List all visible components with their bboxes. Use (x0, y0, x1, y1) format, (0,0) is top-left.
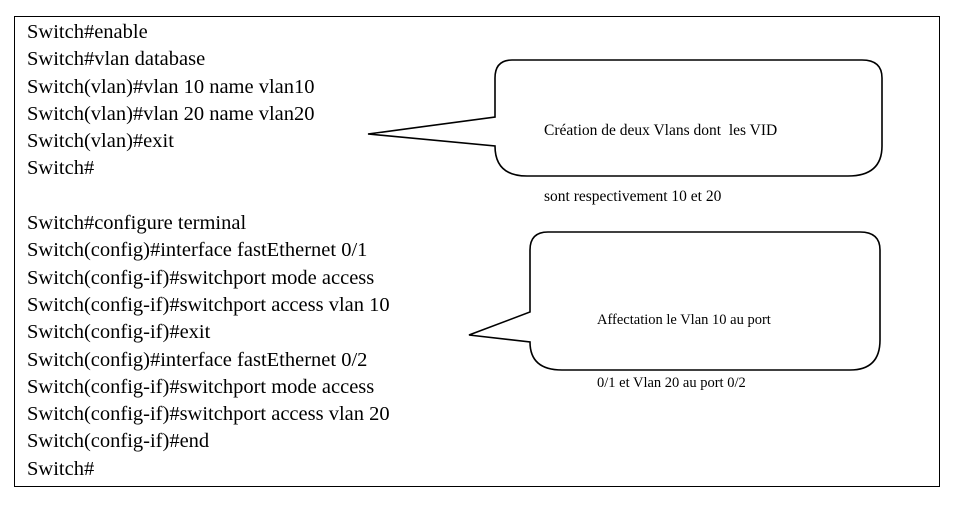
callout-bubble-vlan-creation (367, 59, 883, 177)
command-line: Switch(vlan)#vlan 10 name vlan10 (27, 75, 315, 98)
command-line: Switch# (27, 457, 95, 480)
command-line: Switch(config-if)#switchport access vlan… (27, 403, 390, 426)
command-line: Switch(config)#interface fastEthernet 0/… (27, 239, 368, 262)
command-line: Switch(config)#interface fastEthernet 0/… (27, 348, 368, 371)
command-listing: Switch#enable Switch#vlan database Switc… (27, 19, 390, 483)
command-line: Switch(config-if)#switchport access vlan… (27, 293, 390, 316)
callout-line: Affectation le Vlan 10 au port (597, 312, 771, 328)
command-line: Switch(config-if)#switchport mode access (27, 375, 375, 398)
callout-line: 0/1 et Vlan 20 au port 0/2 (597, 375, 746, 391)
command-line: Switch(config-if)#switchport mode access (27, 266, 375, 289)
command-line: Switch#vlan database (27, 48, 206, 71)
callout-line: sont respectivement 10 et 20 (544, 188, 722, 205)
callout-bubble-port-assignment (468, 231, 881, 371)
command-line: Switch# (27, 157, 95, 180)
callout-text-vlan-creation: Création de deux Vlans dont les VID sont… (544, 76, 777, 230)
callout-text-port-assignment: Affectation le Vlan 10 au port 0/1 et Vl… (597, 268, 771, 415)
command-line: Switch#enable (27, 21, 148, 43)
callout-line: Création de deux Vlans dont les VID (544, 122, 778, 139)
command-line: Switch(config-if)#end (27, 430, 210, 453)
command-line: Switch(vlan)#vlan 20 name vlan20 (27, 102, 315, 125)
command-line: Switch(vlan)#exit (27, 130, 174, 153)
command-line: Switch#configure terminal (27, 212, 247, 235)
document-frame (14, 16, 940, 487)
command-line: Switch(config-if)#exit (27, 321, 211, 344)
